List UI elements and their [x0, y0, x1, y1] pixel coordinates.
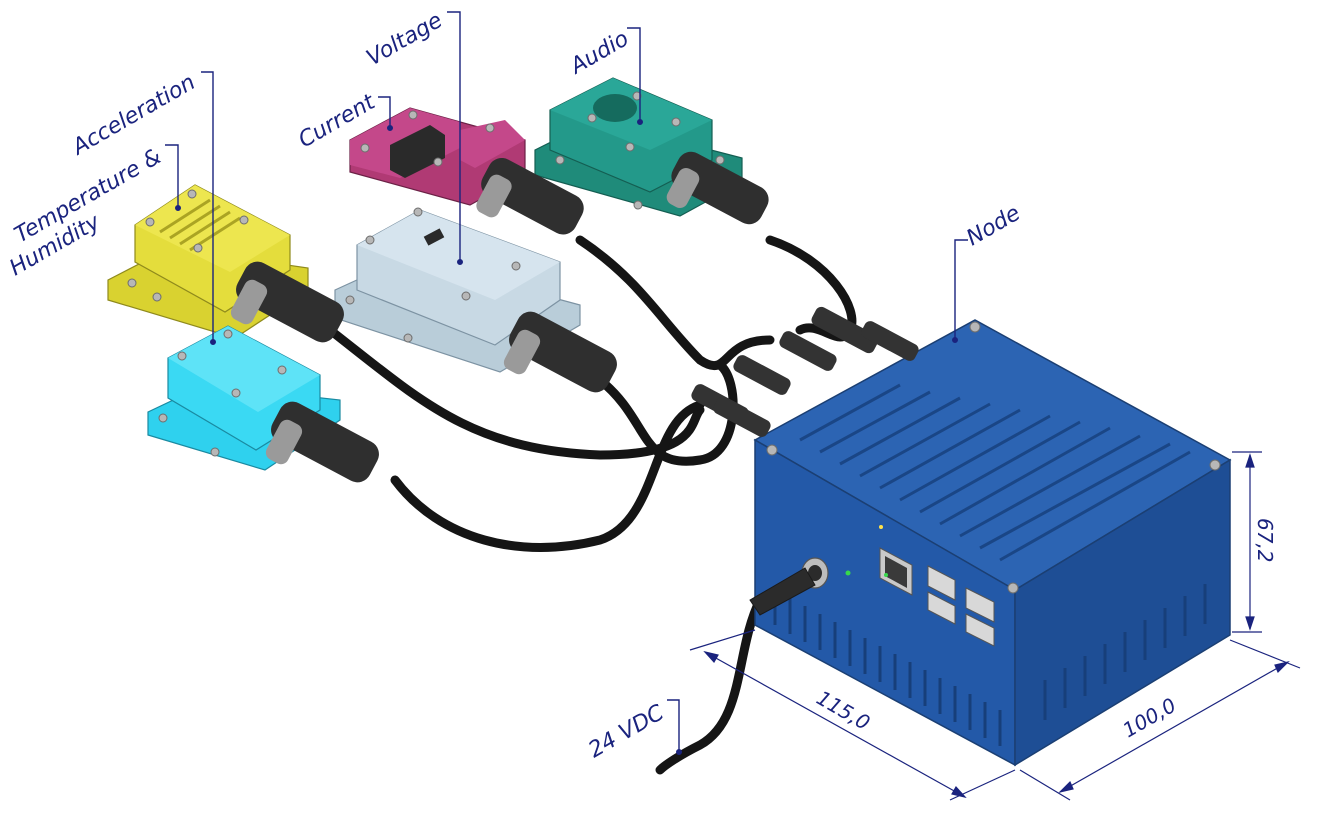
cable-voltage: [595, 360, 738, 466]
label-node: Node: [963, 201, 1025, 251]
cable-power: [655, 595, 765, 775]
dimension-lines: [689, 451, 1301, 801]
cable-acceleration: [390, 400, 705, 552]
temperature-humidity-sensor: [107, 184, 344, 343]
label-voltage: Voltage: [363, 8, 447, 71]
audio-sensor: [534, 77, 769, 225]
current-sensor: [349, 107, 584, 235]
cable-current: [575, 235, 775, 370]
cable-temperature: [325, 325, 705, 460]
dimension-height: 67,2: [1253, 518, 1277, 563]
dimension-length: 115,0: [813, 686, 875, 735]
usb-port-icon: [927, 565, 995, 647]
label-audio: Audio: [565, 26, 633, 80]
label-acceleration: Acceleration: [67, 70, 200, 161]
ethernet-port-icon: [879, 525, 913, 596]
dimension-width: 100,0: [1119, 693, 1181, 742]
label-power-24vdc: 24 VDC: [585, 700, 669, 763]
voltage-sensor: [334, 207, 617, 393]
annotation-leaders: [165, 11, 968, 755]
rear-connector-plugs: [691, 306, 919, 437]
acceleration-sensor: [147, 325, 379, 483]
cables: [325, 235, 857, 775]
power-plug: [749, 567, 816, 616]
side-vent-slots: [1043, 584, 1207, 720]
top-vent-slots: [799, 383, 1191, 562]
led-indicator-icon: [845, 570, 851, 576]
node-enclosure: [691, 306, 1232, 767]
